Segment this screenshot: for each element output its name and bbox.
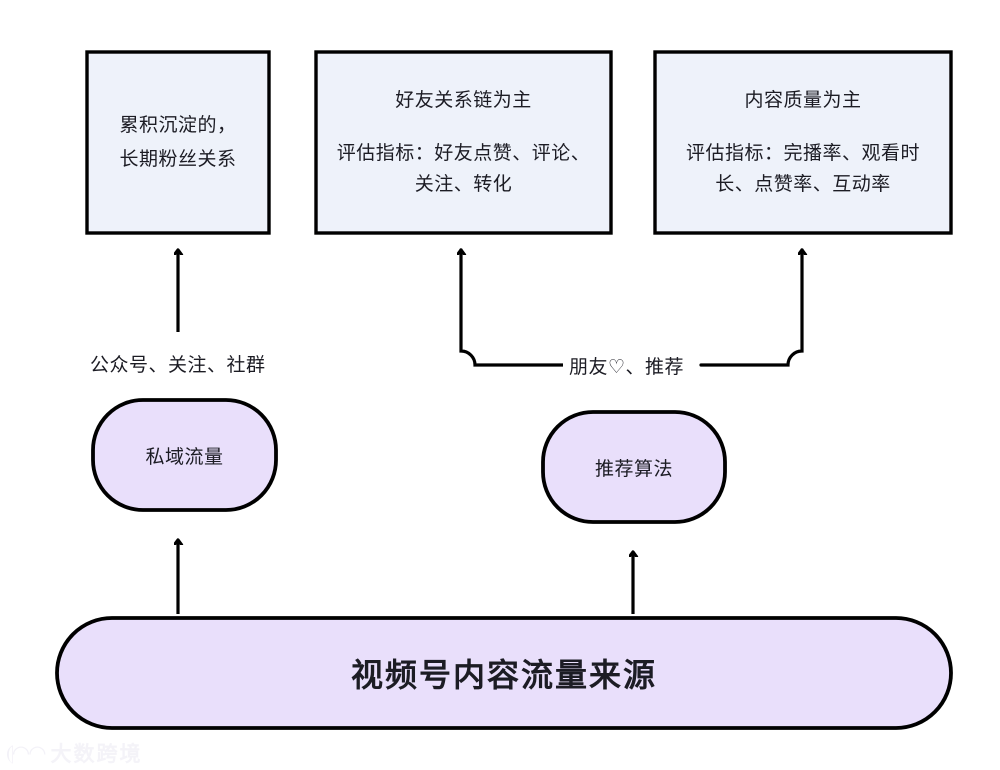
node-private-traffic-label: 私域流量 [145, 446, 224, 468]
connector-algorithm-to-content [699, 250, 802, 367]
box-accumulate-shape [85, 50, 271, 235]
node-recommend-algorithm-label: 推荐算法 [594, 458, 673, 480]
box-friend-relation[interactable]: 好友关系链为主 评估指标：好友点赞、评论、 关注、转化 [316, 52, 611, 233]
edge-label-algo-channels: 朋友♡、推荐 [563, 352, 691, 379]
box-content-quality-line-1: 评估指标：完播率、观看时 [685, 142, 920, 164]
box-accumulate[interactable]: 累积沉淀的， 长期粉丝关系 [87, 52, 269, 233]
box-content-quality[interactable]: 内容质量为主 评估指标：完播率、观看时 长、点赞率、互动率 [655, 52, 951, 233]
box-content-quality-shape [653, 50, 953, 235]
node-recommend-algorithm-shape [541, 410, 727, 524]
box-friend-relation-line-2: 关注、转化 [414, 173, 513, 195]
box-content-quality-title: 内容质量为主 [744, 89, 862, 111]
node-private-traffic[interactable]: 私域流量 [93, 400, 276, 510]
box-friend-relation-shape [314, 50, 613, 235]
node-private-traffic-shape [91, 398, 278, 512]
node-recommend-algorithm[interactable]: 推荐算法 [543, 412, 725, 522]
box-content-quality-line-2: 长、点赞率、互动率 [715, 173, 891, 195]
connector-algorithm-to-friend [461, 250, 565, 367]
edge-label-private-channels: 公众号、关注、社群 [90, 355, 266, 376]
node-title-shape [55, 616, 953, 730]
box-accumulate-line-2: 长期粉丝关系 [119, 148, 237, 170]
box-accumulate-line-1: 累积沉淀的， [119, 114, 237, 136]
node-traffic-source-title-label: 视频号内容流量来源 [350, 657, 657, 693]
box-friend-relation-line-1: 评估指标：好友点赞、评论、 [336, 142, 591, 164]
node-traffic-source-title[interactable]: 视频号内容流量来源 [57, 618, 951, 728]
box-friend-relation-title: 好友关系链为主 [395, 89, 532, 111]
